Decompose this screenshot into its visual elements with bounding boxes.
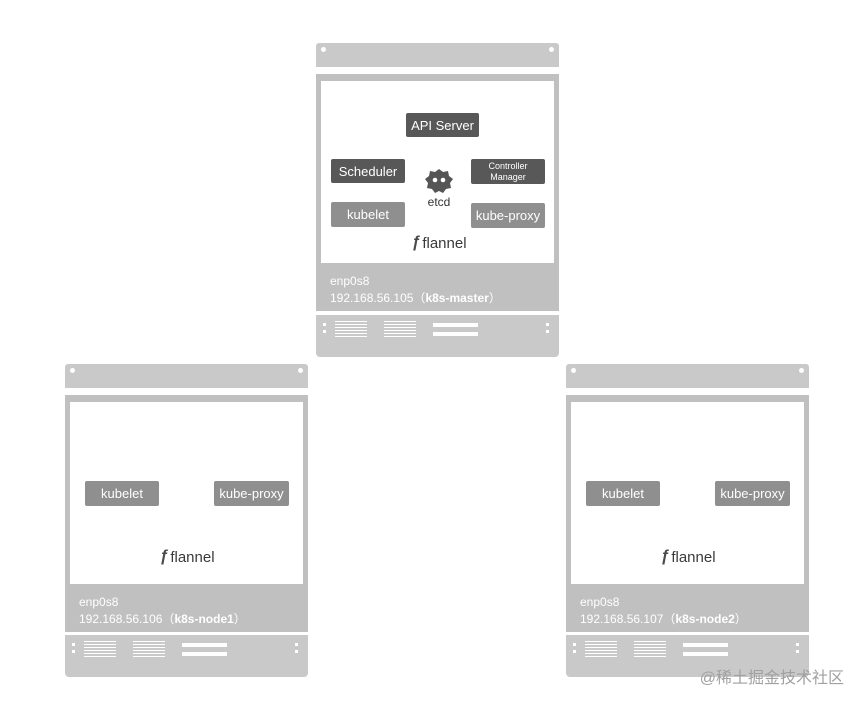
- screw: [549, 47, 554, 52]
- network-interface-info: enp0s8 192.168.56.107（k8s-node2）: [580, 594, 747, 628]
- flannel-icon: ƒ: [660, 548, 670, 565]
- flannel-component: ƒ flannel: [389, 232, 489, 254]
- watermark: @稀土掘金技术社区: [699, 670, 844, 687]
- screw: [70, 368, 75, 373]
- server-top-panel: [316, 43, 559, 67]
- server-top-panel: [566, 364, 809, 388]
- kube-proxy-box: kube-proxy: [715, 481, 790, 506]
- server-body: API Server Scheduler Controller Manager …: [316, 74, 559, 311]
- interface-name: enp0s8: [79, 595, 119, 609]
- flannel-label: flannel: [422, 234, 467, 252]
- kube-proxy-box: kube-proxy: [471, 203, 545, 228]
- flannel-icon: ƒ: [411, 234, 421, 251]
- flannel-component: ƒ flannel: [137, 546, 237, 568]
- etcd-component: etcd: [424, 167, 454, 209]
- server-body: kubelet kube-proxy ƒ flannel enp0s8 192.…: [65, 395, 308, 632]
- drive-slot: [433, 332, 478, 336]
- kubelet-box: kubelet: [586, 481, 660, 506]
- ip-address: 192.168.56.106: [79, 612, 163, 626]
- screw: [571, 368, 576, 373]
- indicator-light: [796, 643, 799, 646]
- indicator-light: [72, 650, 75, 653]
- ip-line: 192.168.56.107（k8s-node2）: [580, 612, 747, 626]
- indicator-light: [295, 643, 298, 646]
- scheduler-box: Scheduler: [331, 159, 405, 183]
- drive-slot: [182, 643, 227, 647]
- flannel-icon: ƒ: [159, 548, 169, 565]
- indicator-light: [295, 650, 298, 653]
- server-bottom-panel: [65, 635, 308, 677]
- network-interface-info: enp0s8 192.168.56.106（k8s-node1）: [79, 594, 246, 628]
- flannel-label: flannel: [671, 548, 716, 566]
- etcd-label: etcd: [427, 195, 451, 209]
- screw: [298, 368, 303, 373]
- api-server-box: API Server: [406, 113, 479, 137]
- vent-grille: [634, 641, 666, 657]
- server-bottom-panel: [316, 315, 559, 357]
- etcd-icon: [425, 169, 453, 193]
- kube-proxy-box: kube-proxy: [214, 481, 289, 506]
- indicator-light: [72, 643, 75, 646]
- hostname: k8s-node2: [675, 612, 735, 626]
- interface-name: enp0s8: [580, 595, 620, 609]
- server-screen: kubelet kube-proxy ƒ flannel: [70, 402, 303, 584]
- controller-manager-label-line2: Manager: [490, 171, 526, 182]
- indicator-light: [323, 323, 326, 326]
- server-bottom-panel: [566, 635, 809, 677]
- indicator-light: [546, 323, 549, 326]
- screw: [799, 368, 804, 373]
- controller-manager-box: Controller Manager: [471, 159, 545, 184]
- vent-grille: [585, 641, 617, 657]
- vent-grille: [84, 641, 116, 657]
- hostname: k8s-node1: [174, 612, 234, 626]
- server-screen: API Server Scheduler Controller Manager …: [321, 81, 554, 263]
- vent-grille: [335, 321, 367, 337]
- screw: [321, 47, 326, 52]
- hostname: k8s-master: [425, 291, 489, 305]
- indicator-light: [573, 650, 576, 653]
- flannel-component: ƒ flannel: [638, 546, 738, 568]
- indicator-light: [546, 330, 549, 333]
- server-top-panel: [65, 364, 308, 388]
- server-k8s-node2: kubelet kube-proxy ƒ flannel enp0s8 192.…: [566, 364, 809, 677]
- vent-grille: [384, 321, 416, 337]
- indicator-light: [796, 650, 799, 653]
- drive-slot: [683, 652, 728, 656]
- server-body: kubelet kube-proxy ƒ flannel enp0s8 192.…: [566, 395, 809, 632]
- ip-line: 192.168.56.105（k8s-master）: [330, 291, 501, 305]
- indicator-light: [573, 643, 576, 646]
- vent-grille: [133, 641, 165, 657]
- flannel-label: flannel: [170, 548, 215, 566]
- interface-name: enp0s8: [330, 274, 370, 288]
- controller-manager-label-line1: Controller: [488, 160, 528, 171]
- drive-slot: [433, 323, 478, 327]
- kubelet-box: kubelet: [85, 481, 159, 506]
- ip-address: 192.168.56.107: [580, 612, 664, 626]
- drive-slot: [182, 652, 227, 656]
- server-screen: kubelet kube-proxy ƒ flannel: [571, 402, 804, 584]
- kubelet-box: kubelet: [331, 202, 405, 227]
- server-k8s-node1: kubelet kube-proxy ƒ flannel enp0s8 192.…: [65, 364, 308, 677]
- indicator-light: [323, 330, 326, 333]
- network-interface-info: enp0s8 192.168.56.105（k8s-master）: [330, 273, 501, 307]
- ip-address: 192.168.56.105: [330, 291, 414, 305]
- server-k8s-master: API Server Scheduler Controller Manager …: [316, 43, 559, 357]
- drive-slot: [683, 643, 728, 647]
- ip-line: 192.168.56.106（k8s-node1）: [79, 612, 246, 626]
